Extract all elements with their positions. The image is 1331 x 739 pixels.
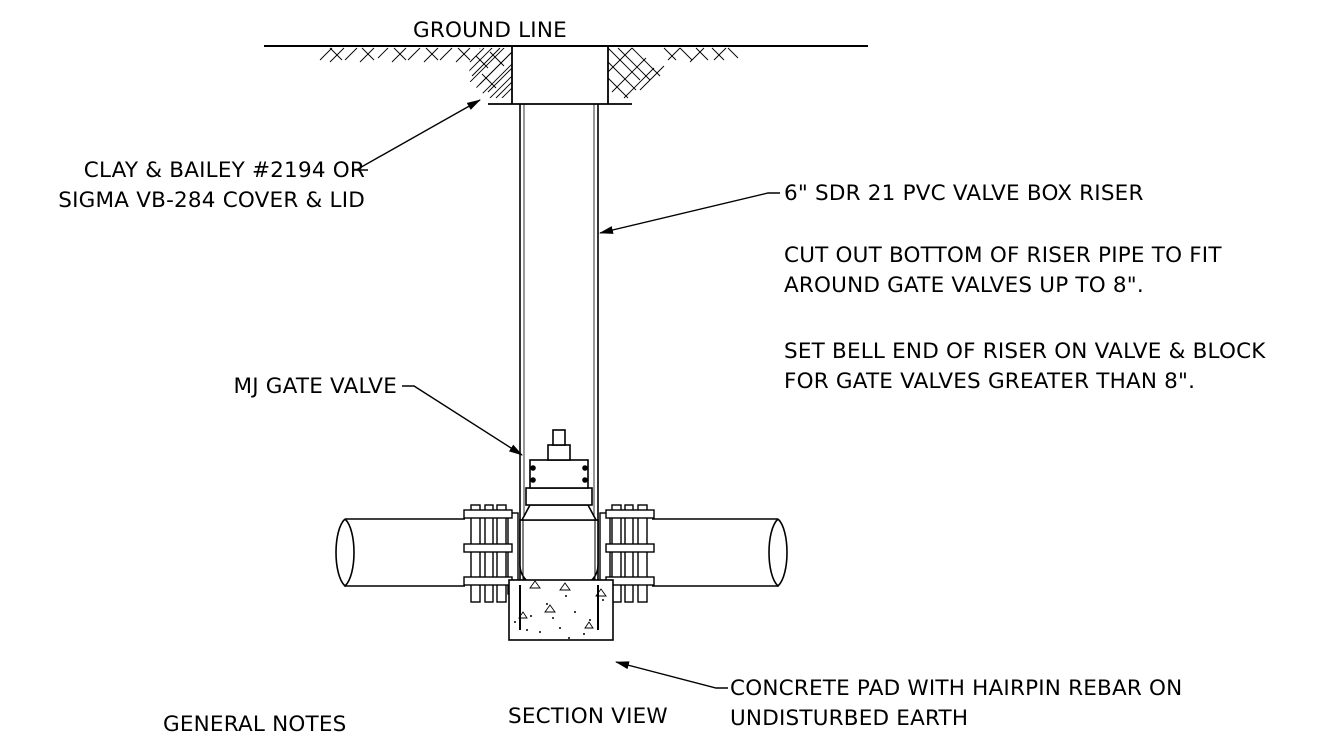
riser-note1-line2: AROUND GATE VALVES UP TO 8".: [784, 273, 1144, 298]
riser-note1-line1: CUT OUT BOTTOM OF RISER PIPE TO FIT: [784, 243, 1222, 268]
water-main-pipe: [335, 518, 788, 588]
ground-line-label: GROUND LINE: [413, 18, 567, 43]
gate-valve-body: [519, 429, 599, 592]
riser-callout: 6" SDR 21 PVC VALVE BOX RISER: [784, 181, 1144, 206]
gate-valve-callout: MJ GATE VALVE: [233, 374, 397, 399]
pipe-flange-right: [599, 504, 655, 603]
valve-box-section-drawing: [264, 45, 868, 689]
concrete-pad: [508, 579, 614, 641]
soil-hatch-right: [607, 47, 739, 99]
cover-callout-line2: SIGMA VB-284 COVER & LID: [58, 188, 365, 213]
hairpin-rebar: [519, 585, 599, 630]
cover-callout-line1: CLAY & BAILEY #2194 OR: [83, 158, 365, 183]
soil-hatch-left: [319, 47, 513, 99]
general-notes-heading: GENERAL NOTES: [163, 712, 347, 737]
section-view-heading: SECTION VIEW: [508, 704, 668, 729]
leader-lines: [353, 99, 780, 689]
pvc-riser-pipe: [519, 104, 599, 580]
riser-note2-line1: SET BELL END OF RISER ON VALVE & BLOCK: [784, 339, 1266, 364]
valve-box-cover: [488, 46, 632, 105]
riser-note2-line2: FOR GATE VALVES GREATER THAN 8".: [784, 369, 1196, 394]
pad-callout-line1: CONCRETE PAD WITH HAIRPIN REBAR ON: [730, 676, 1183, 701]
